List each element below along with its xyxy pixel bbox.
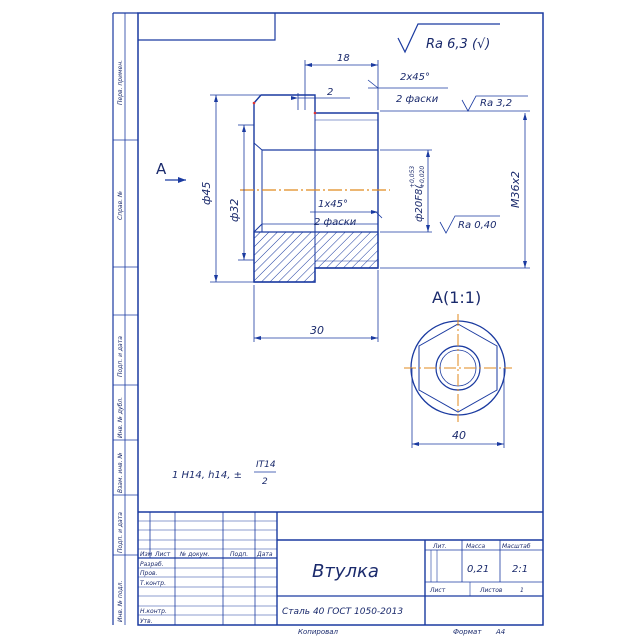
hatched-section [253,231,379,283]
side-label-vzam-inv: Взам. инв. № [117,452,124,493]
tb-header-izm: Изм [140,551,153,558]
view-title: А(1:1) [432,288,481,307]
svg-text:IT14: IT14 [256,460,276,470]
tolerance-note: 1 H14, h14, ± IT14 2 [172,460,276,487]
dim-chamfer-inner-note: 2 фаски [314,217,357,228]
title-block [138,511,543,625]
svg-text:Ra 6,3 (√): Ra 6,3 (√) [426,37,490,52]
footer-kopiroval: Копировал [298,628,339,636]
roughness-thread: Ra 3,2 [480,98,512,109]
tb-header-podp: Подп. [230,551,248,558]
svg-text:2: 2 [262,477,268,487]
dim-chamfer-inner: 1x45° [318,199,348,210]
side-label-podp-data-1: Подп. и дата [117,336,124,377]
side-label-sprav: Справ. № [117,191,124,220]
dim-bore-fit: ф20F8( +0,053 +0,020 [409,166,426,222]
footer-format: Формат [453,628,482,636]
tb-role-prov: Пров. [140,570,158,577]
svg-text:1 H14, h14, ±: 1 H14, h14, ± [172,470,242,481]
side-label-podp-data-2: Подп. и дата [117,512,124,553]
dim-30: 30 [310,324,324,337]
tb-lit-label: Лит. [432,543,447,550]
footer-format-value: А4 [495,628,505,636]
dimensions [210,60,530,342]
view-a-end [404,314,512,448]
tb-masshtab: 2:1 [512,564,528,575]
dim-d32: ф32 [228,199,241,222]
sheet-frame [137,12,544,626]
dim-18: 18 [337,53,350,64]
tb-header-data: Дата [256,551,273,558]
side-label-inv-dubl: Инв. № дубл. [117,397,124,438]
view-arrow-a: А [156,160,186,183]
tb-material: Сталь 40 ГОСТ 1050-2013 [282,607,403,617]
roughness-bore: Ra 0,40 [458,220,497,231]
svg-text:ф20F8(: ф20F8( [414,184,425,222]
tb-role-razrab: Разраб. [140,561,164,568]
general-roughness-symbol: Ra 6,3 (√) [397,23,500,54]
tb-role-utv: Утв. [140,618,153,625]
side-label-perv-primen: Перв. примен. [117,60,124,105]
tb-header-ndokum: № докум. [179,551,210,558]
dim-thread: M36x2 [509,171,522,208]
tb-listov-value: 1 [520,587,524,594]
tb-massa: 0,21 [467,564,489,575]
tb-massa-label: Масса [466,543,485,550]
tb-listov-label: Листов [479,587,503,594]
tb-header-list: Лист [154,551,171,558]
svg-text:+0,020: +0,020 [419,166,426,188]
dim-d45: ф45 [200,182,213,205]
svg-text:А: А [156,160,167,178]
tb-part-name: Втулка [312,561,379,582]
dim-2: 2 [327,87,333,98]
tb-masshtab-label: Масштаб [502,543,531,550]
dim-40: 40 [452,429,466,442]
tb-list-label: Лист [429,587,446,594]
svg-text:+0,053: +0,053 [409,166,416,188]
tb-role-tkontr: Т.контр. [140,580,166,587]
side-label-inv-podl: Инв. № подл. [117,581,124,622]
dim-chamfer-outer: 2x45° [400,72,430,83]
bushing-section [240,94,390,283]
dim-chamfer-outer-note: 2 фаски [396,94,439,105]
tb-role-nkontr: Н.контр. [140,608,167,615]
